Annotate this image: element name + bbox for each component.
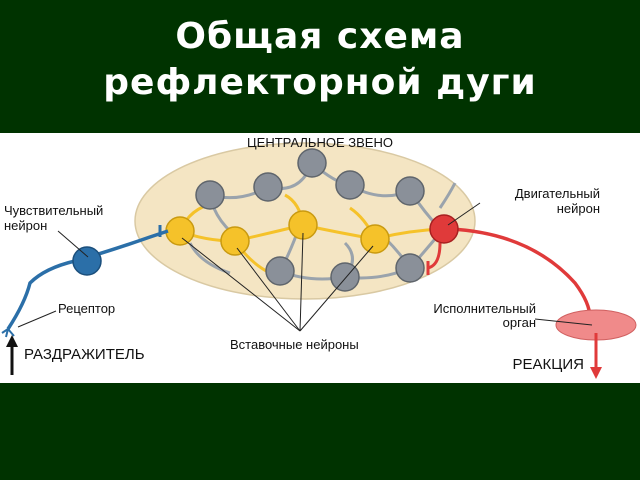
title-line-1: Общая схема bbox=[175, 16, 465, 57]
stimulus-label: РАЗДРАЖИТЕЛЬ bbox=[24, 346, 145, 363]
interneuron bbox=[220, 226, 250, 256]
grey-neurons bbox=[195, 148, 425, 292]
stimulus-arrow bbox=[6, 335, 18, 375]
effector-label-1: Исполнительный bbox=[433, 301, 536, 316]
sensory-neuron bbox=[72, 246, 102, 276]
effector-label-2: орган bbox=[503, 315, 536, 330]
motor-neuron-label-1: Двигательный bbox=[515, 186, 600, 201]
grey-neuron bbox=[195, 180, 225, 210]
interneurons-label: Вставочные нейроны bbox=[230, 337, 359, 352]
grey-neuron bbox=[297, 148, 327, 178]
motor-pathway bbox=[426, 214, 592, 319]
receptor-label: Рецептор bbox=[58, 301, 115, 316]
sensory-neuron-label-1: Чувствительный bbox=[4, 203, 103, 218]
sensory-pathway bbox=[1, 225, 169, 338]
sensory-neuron-label-2: нейрон bbox=[4, 218, 47, 233]
motor-neuron bbox=[429, 214, 459, 244]
grey-neuron bbox=[265, 256, 295, 286]
diagram-panel: ЦЕНТРАЛЬНОЕ ЗВЕНО Чувствительный нейрон … bbox=[0, 133, 640, 383]
slide-title: Общая схема рефлекторной дуги bbox=[0, 14, 640, 106]
pointer-lines bbox=[17, 202, 593, 332]
motor-neuron-label-2: нейрон bbox=[557, 201, 600, 216]
grey-neuron bbox=[253, 172, 283, 202]
title-line-2: рефлекторной дуги bbox=[103, 62, 537, 103]
reflex-arc-diagram: ЦЕНТРАЛЬНОЕ ЗВЕНО Чувствительный нейрон … bbox=[1, 135, 637, 379]
grey-neuron bbox=[395, 253, 425, 283]
interneuron bbox=[360, 224, 390, 254]
grey-neuron bbox=[335, 170, 365, 200]
grey-neuron bbox=[395, 176, 425, 206]
reaction-label: РЕАКЦИЯ bbox=[513, 356, 584, 373]
interneurons bbox=[165, 210, 390, 256]
interneuron bbox=[165, 216, 195, 246]
reaction-arrow bbox=[590, 333, 602, 379]
central-link-label: ЦЕНТРАЛЬНОЕ ЗВЕНО bbox=[247, 135, 393, 150]
